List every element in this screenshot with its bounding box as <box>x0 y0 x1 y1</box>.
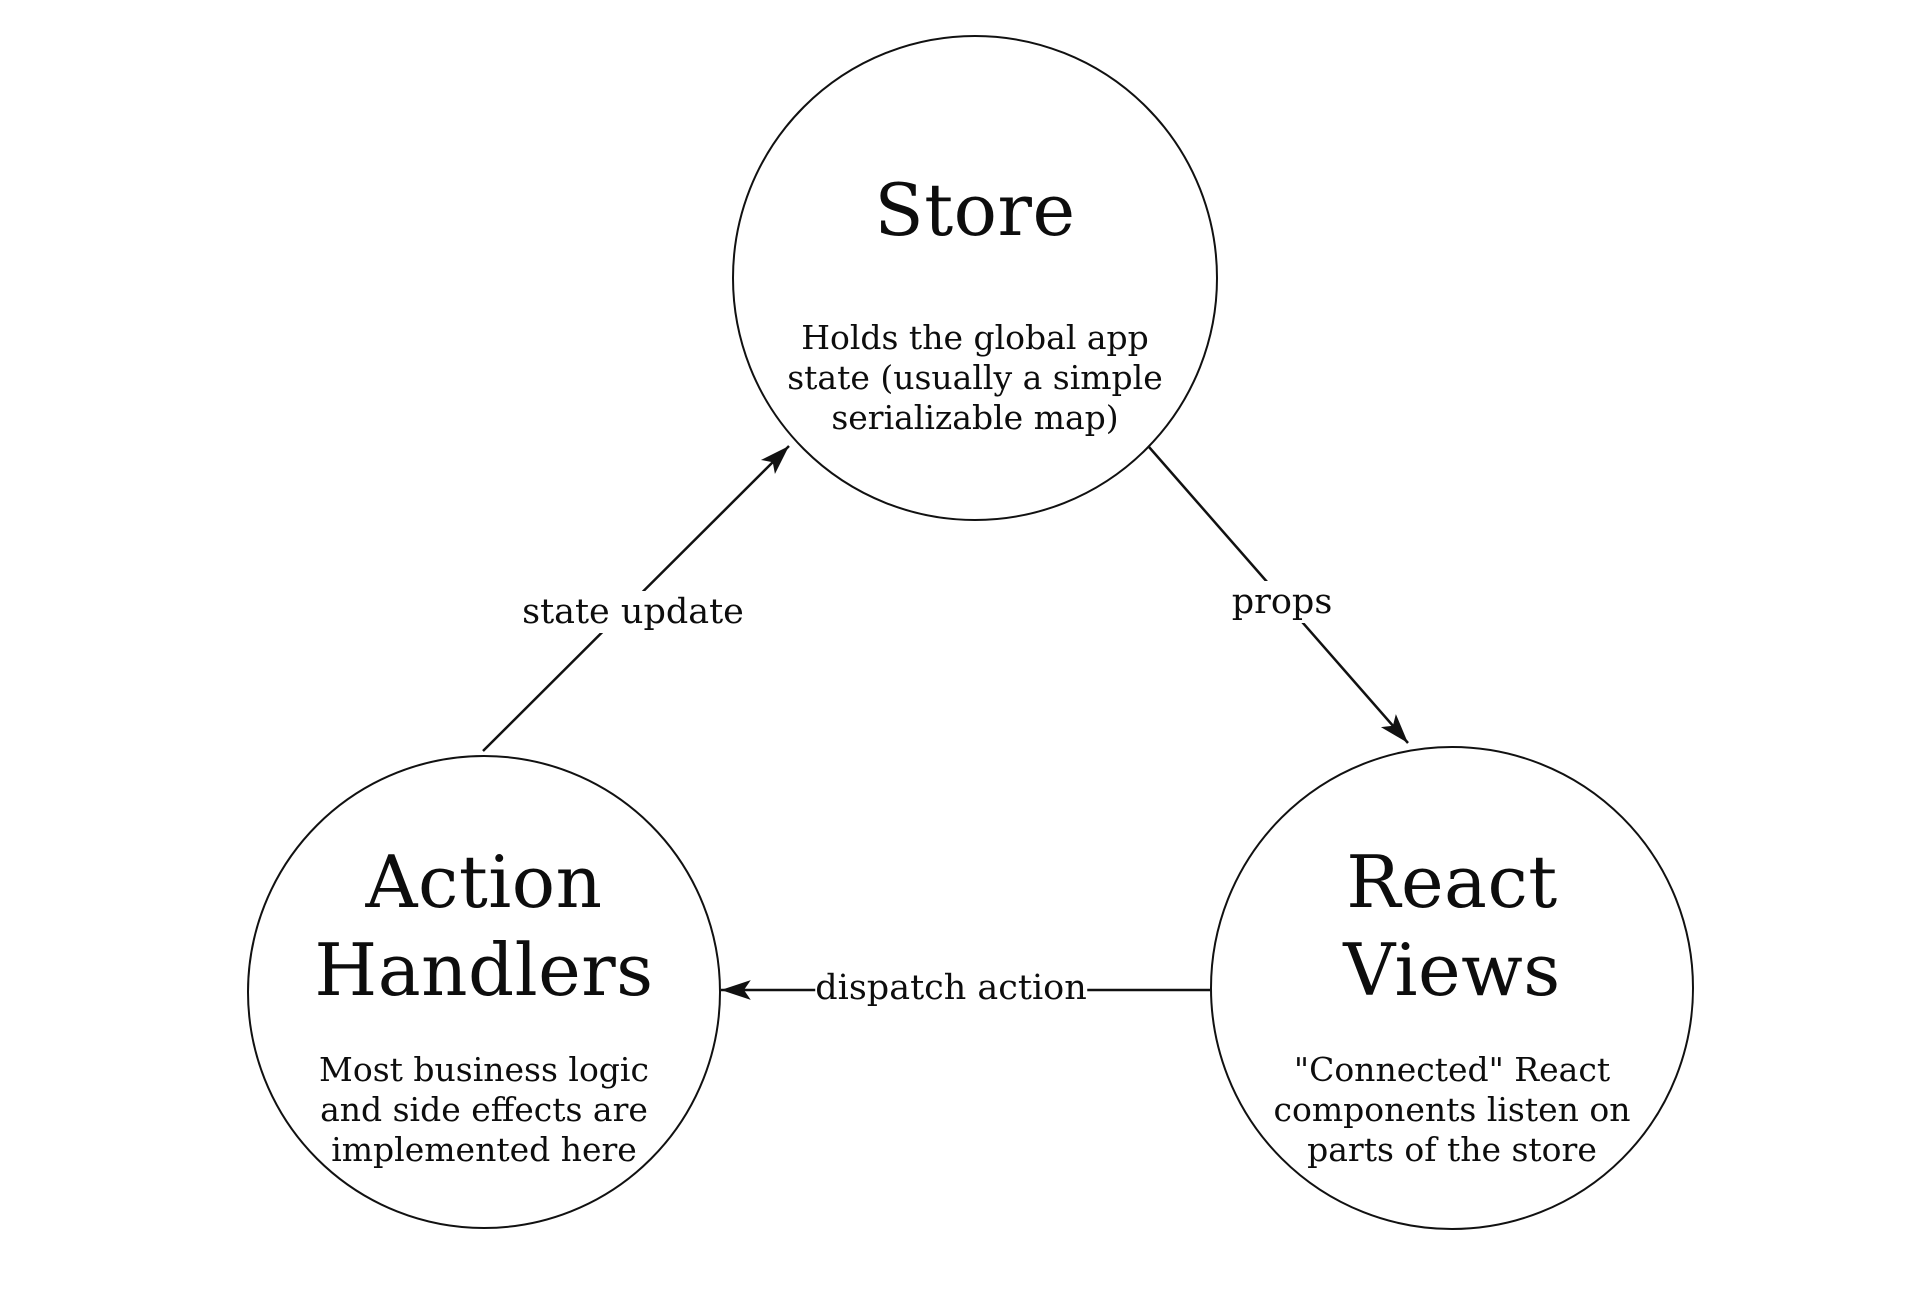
node-action-handlers-title: Action Handlers <box>249 838 719 1014</box>
node-store-description-line: state (usually a simple <box>787 358 1163 397</box>
node-action-handlers-circle: Action Handlers Most business logic and … <box>247 755 721 1229</box>
node-react-views-description-line: "Connected" React <box>1293 1050 1611 1089</box>
edge-props-label: props <box>1225 581 1339 623</box>
node-react-views-title-line: React <box>1346 840 1558 924</box>
node-store-title-line: Store <box>874 168 1076 252</box>
node-action-handlers-title-line: Handlers <box>314 928 654 1012</box>
node-react-views-circle: React Views "Connected" React components… <box>1210 746 1694 1230</box>
node-react-views-title-line: Views <box>1343 928 1561 1012</box>
node-store-title: Store <box>734 166 1216 254</box>
node-store-description: Holds the global app state (usually a si… <box>734 318 1216 438</box>
node-store-description-line: serializable map) <box>831 398 1119 437</box>
node-react-views-title: React Views <box>1212 838 1692 1014</box>
node-action-handlers-description-line: and side effects are <box>320 1090 648 1129</box>
node-action-handlers-description-line: implemented here <box>331 1130 637 1169</box>
node-react-views-description: "Connected" React components listen on p… <box>1212 1050 1692 1170</box>
node-react-views-description-line: parts of the store <box>1307 1130 1597 1169</box>
node-action-handlers-description: Most business logic and side effects are… <box>249 1050 719 1170</box>
node-react-views-description-line: components listen on <box>1273 1090 1631 1129</box>
node-store-description-line: Holds the global app <box>801 318 1149 357</box>
node-store-circle: Store Holds the global app state (usuall… <box>732 35 1218 521</box>
edge-dispatch-action-label: dispatch action <box>815 967 1087 1009</box>
edge-state-update-label: state update <box>516 591 750 633</box>
node-action-handlers-description-line: Most business logic <box>319 1050 649 1089</box>
node-action-handlers-title-line: Action <box>365 840 603 924</box>
